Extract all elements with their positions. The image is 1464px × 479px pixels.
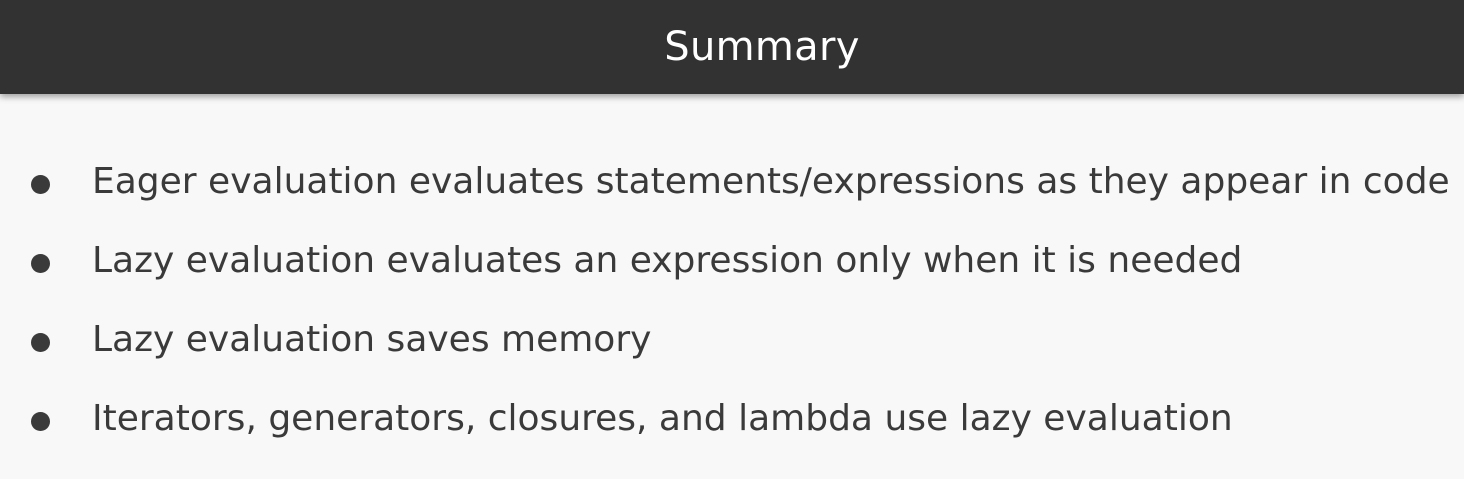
slide-header: Summary	[0, 0, 1464, 94]
list-item: Iterators, generators, closures, and lam…	[0, 385, 1464, 464]
bullet-text: Lazy evaluation saves memory	[92, 319, 652, 360]
bullet-dot-icon	[31, 333, 50, 352]
bullet-dot-icon	[31, 175, 50, 194]
bullet-list: Eager evaluation evaluates statements/ex…	[0, 148, 1464, 464]
bullet-text: Iterators, generators, closures, and lam…	[92, 398, 1233, 439]
bullet-text: Lazy evaluation evaluates an expression …	[92, 240, 1243, 281]
slide-title: Summary	[664, 24, 860, 70]
list-item: Lazy evaluation saves memory	[0, 306, 1464, 385]
list-item: Lazy evaluation evaluates an expression …	[0, 227, 1464, 306]
bullet-text: Eager evaluation evaluates statements/ex…	[92, 161, 1450, 202]
bullet-dot-icon	[31, 254, 50, 273]
list-item: Eager evaluation evaluates statements/ex…	[0, 148, 1464, 227]
bullet-dot-icon	[31, 412, 50, 431]
